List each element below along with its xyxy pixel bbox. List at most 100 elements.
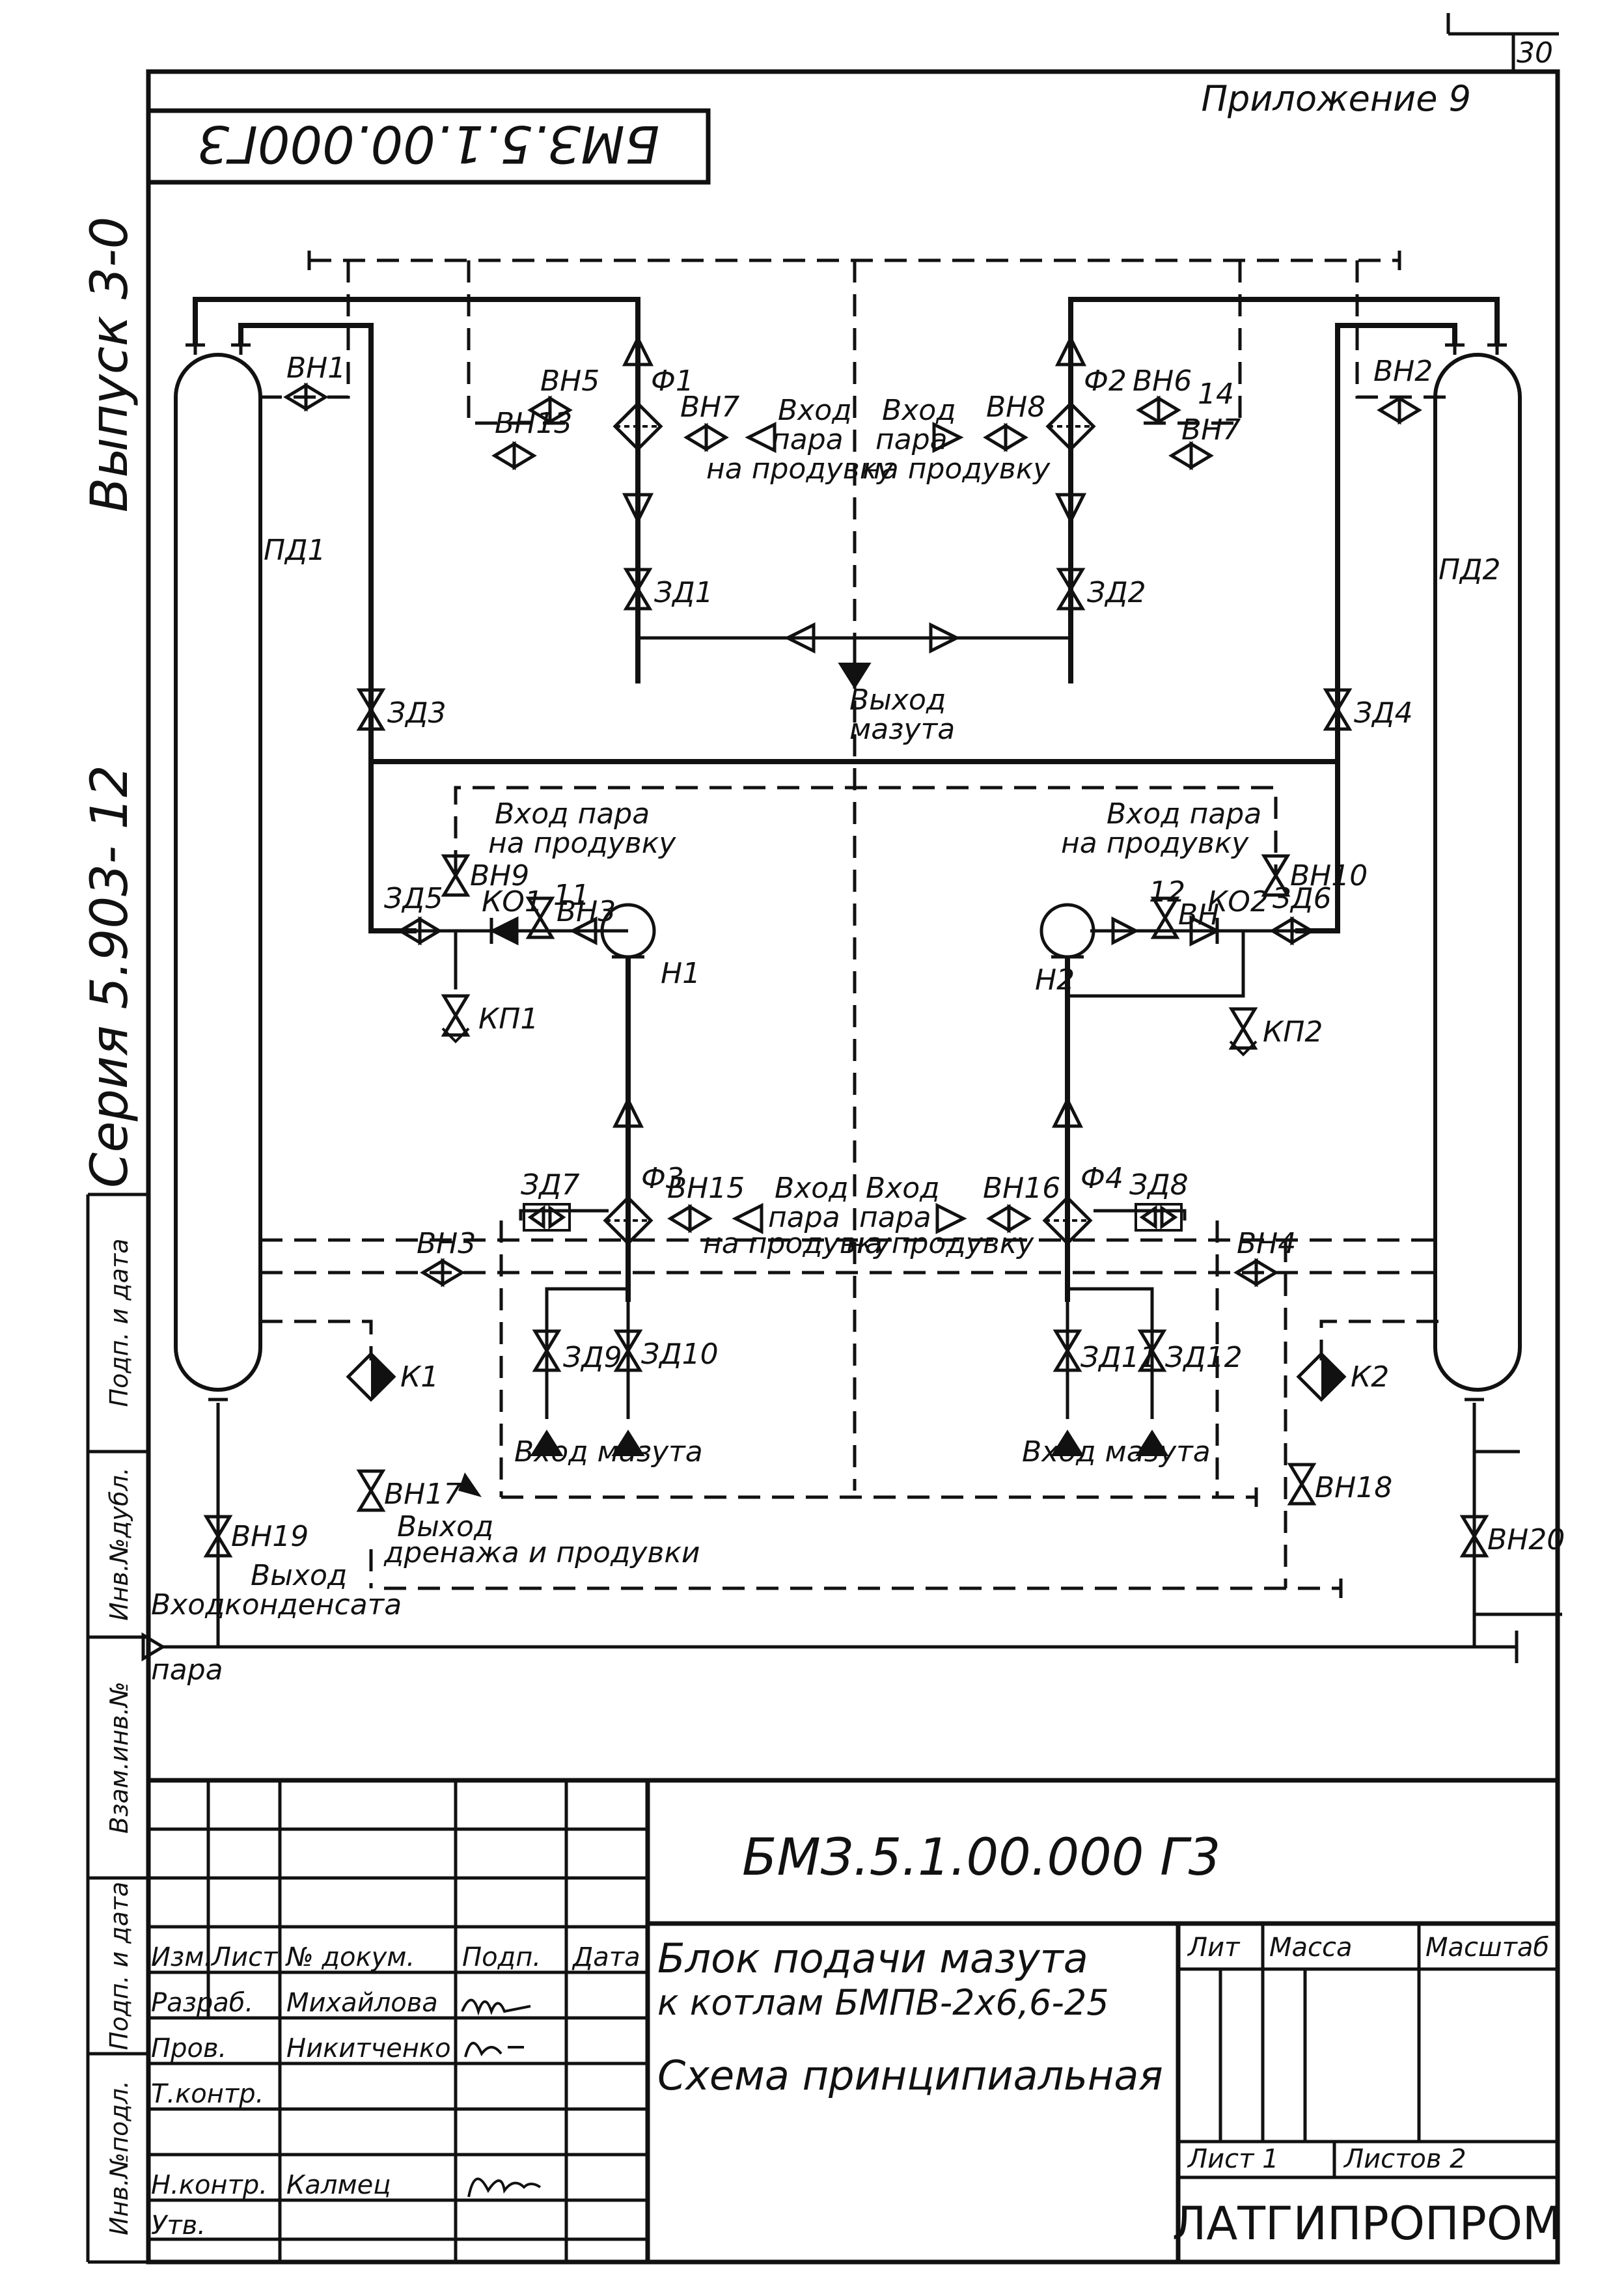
steam-in-1-l2: пара — [771, 423, 844, 456]
zd6-label: ЗД6 — [1273, 882, 1332, 915]
vn10-label: ВН10 — [1290, 859, 1368, 892]
drain-out-l1: Выход — [397, 1510, 493, 1543]
steam-in-2-l3: на продувку — [862, 452, 1051, 486]
drain-out-l2: дренажа и продувки — [383, 1536, 700, 1569]
valve-vn16 — [986, 1204, 1032, 1234]
condensate-traps — [346, 1351, 1347, 1402]
valve-vn2 — [1377, 395, 1422, 425]
valve-vn13 — [491, 441, 537, 471]
zd9-label: ЗД9 — [563, 1341, 622, 1374]
signature-nkontr — [467, 2177, 542, 2198]
filter-f2-label: Ф2 — [1084, 365, 1127, 398]
steam-in-3-l2: на продувку — [488, 827, 676, 860]
valve-zd8 — [1135, 1203, 1183, 1232]
cond-out-l1: Выход — [251, 1559, 347, 1592]
zd1-label: ЗД1 — [654, 576, 713, 609]
zd2-label: ЗД2 — [1087, 576, 1146, 609]
valve-zd4 — [1323, 688, 1353, 731]
appendix-note: Приложение 9 — [1201, 78, 1471, 119]
tb-role-4: Н.контр. — [151, 2170, 268, 2200]
steam-in-5-l3: на продувку — [703, 1227, 891, 1260]
vn3-label: ВН3 — [417, 1227, 476, 1260]
filters — [603, 401, 1096, 1246]
vn8-label: ВН8 — [986, 391, 1045, 424]
valve-zd6 — [1269, 916, 1315, 946]
valve-vn9 — [441, 854, 471, 897]
vn1-label: ВН1 — [286, 352, 346, 385]
tb-scale-label: Масштаб — [1425, 1933, 1549, 1963]
vessel-pd2: ПД2 — [1433, 343, 1522, 1401]
tb-role-2: Т.контр. — [151, 2079, 264, 2109]
vn20-label: ВН20 — [1487, 1523, 1565, 1556]
drawing-frame — [86, 13, 1560, 2265]
valve-vn20 — [1459, 1515, 1489, 1558]
series-label: Серия 5.903- 12 — [81, 765, 139, 1188]
valve-vn7 — [683, 422, 729, 452]
tb-designation: БМЗ.5.1.00.000 Г3 — [742, 1828, 1220, 1887]
tb-name-4: Калмец — [286, 2170, 391, 2200]
signatures — [461, 1998, 542, 2198]
steam-in-main-l2: пара — [151, 1653, 223, 1687]
relief-valve-kp2-label: КП2 — [1263, 1015, 1323, 1049]
trap-k1 — [346, 1351, 396, 1402]
valve-zd11 — [1053, 1329, 1082, 1372]
fuel-out-l1: Выход — [849, 683, 946, 717]
steam-in-6-l1: Вход — [866, 1172, 940, 1205]
fuel-in-right: Вход мазута — [1022, 1435, 1211, 1469]
solid-piping — [159, 297, 1562, 1663]
valve-vn8 — [983, 422, 1028, 452]
vn7-label: ВН7 — [680, 391, 739, 424]
steam-in-1-l3: на продувку — [706, 452, 894, 486]
steam-in-4-l1: Вход пара — [1107, 797, 1261, 831]
zd11-label: ЗД11 — [1080, 1341, 1158, 1374]
tb-col-doc: № докум. — [285, 1942, 415, 1972]
valve-vn17 — [356, 1469, 386, 1512]
trap-k1-label: К1 — [400, 1360, 439, 1394]
tb-name-1: Никитченко — [286, 2034, 451, 2063]
pump-h2-label: Н2 — [1035, 963, 1075, 997]
tb-role-1: Пров. — [151, 2034, 227, 2063]
valve-zd1 — [623, 568, 653, 611]
check-valve-ko2-label: КО2 — [1207, 885, 1269, 918]
steam-in-2-l2: пара — [875, 423, 948, 456]
flow-arrows — [141, 335, 1169, 1662]
tb-lit-label: Лит — [1187, 1933, 1241, 1963]
steam-in-5-l1: Вход — [775, 1172, 849, 1205]
valve-zd12 — [1137, 1329, 1167, 1372]
valve-zd9 — [532, 1329, 562, 1372]
steam-in-4-l2: на продувку — [1061, 827, 1249, 860]
valve-vn6 — [1136, 395, 1181, 425]
side-stamp: Инв.№подл. Подп. и дата Взам.инв.№ Инв.№… — [105, 1239, 133, 2235]
side-stamp-replace-inv: Взам.инв.№ — [105, 1681, 133, 1834]
vn4-label: ВН4 — [1237, 1227, 1296, 1260]
tb-name-0: Михайлова — [286, 1988, 438, 2018]
steam-in-1-l1: Вход — [778, 394, 852, 427]
vn6-label: ВН6 — [1133, 365, 1192, 398]
filter-f1-label: Ф1 — [651, 365, 694, 398]
side-stamp-sign-date: Подп. и дата — [105, 1882, 133, 2050]
vn2-label: ВН2 — [1373, 355, 1433, 388]
valve-vn11 — [1150, 896, 1180, 939]
tb-mass-label: Масса — [1269, 1933, 1353, 1963]
valve-zd5 — [397, 916, 443, 946]
vn11-label: ВН — [1178, 898, 1219, 931]
check-valve-ko1 — [489, 916, 519, 946]
side-stamp-inv-orig: Инв.№подл. — [105, 2080, 133, 2235]
tb-role-5: Утв. — [151, 2211, 206, 2241]
title-block: БМЗ.5.1.00.000 Г3 Блок подачи мазута к к… — [148, 1778, 1562, 2262]
valve-vn3-top — [525, 896, 555, 939]
n11-label: 11 — [553, 879, 590, 912]
steam-in-3-l1: Вход пара — [495, 797, 650, 831]
filter-f3-label: Ф3 — [641, 1162, 684, 1195]
tb-col-date: Дата — [571, 1942, 640, 1972]
tb-organization: ЛАТГИПРОПРОМ — [1172, 2197, 1562, 2250]
sheet-number: 30 — [1517, 36, 1553, 70]
check-valve-ko2 — [1189, 915, 1221, 947]
valve-vn3 — [420, 1258, 465, 1288]
valve-zd3 — [356, 688, 386, 731]
zd12-label: ЗД12 — [1165, 1341, 1243, 1374]
filter-f2 — [1045, 401, 1096, 452]
tb-role-0: Разраб. — [151, 1988, 253, 2018]
pump-h2 — [1039, 903, 1095, 959]
